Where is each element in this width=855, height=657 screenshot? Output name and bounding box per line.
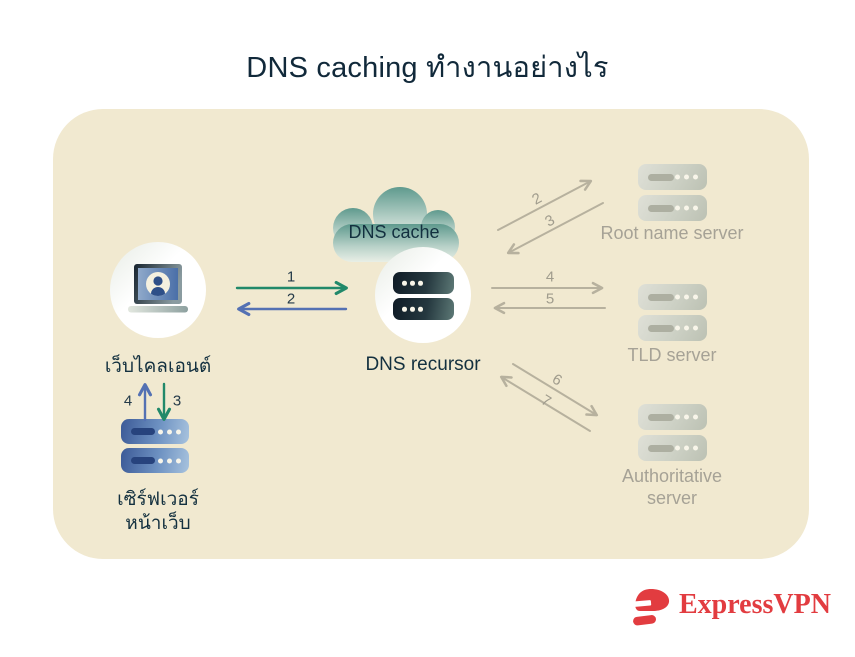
web-server-label-line2: หน้าเว็บ [125, 513, 191, 534]
root-server-label: Root name server [600, 223, 744, 243]
expressvpn-wordmark: ExpressVPN [679, 589, 831, 620]
tld-server-icon [638, 284, 707, 346]
web-server-icon [121, 419, 189, 477]
web-server-label-line1: เซิร์ฟเวอร์ [117, 489, 199, 510]
page-title: DNS caching ทำงานอย่างไร [246, 52, 609, 84]
tld-server-label: TLD server [627, 345, 717, 365]
expressvpn-e-icon [629, 589, 670, 626]
arrow-number-2: 2 [286, 290, 296, 308]
client-label: เว็บไคลเอนต์ [104, 356, 212, 377]
recursor-label: DNS recursor [365, 354, 481, 375]
dns-cache-label: DNS cache [348, 222, 440, 242]
authoritative-server-label-line1: Authoritative [621, 466, 723, 486]
root-server-icon [638, 164, 707, 226]
arrow-number-1: 1 [286, 268, 296, 286]
client-circle [110, 242, 206, 338]
arrow-number-web-3: 3 [172, 392, 182, 410]
authoritative-server-label-line2: server [646, 488, 698, 508]
authoritative-server-icon [638, 404, 707, 466]
arrow-number-web-4: 4 [123, 392, 133, 410]
recursor-circle [375, 247, 471, 343]
arrow-number-tld-5: 5 [545, 290, 555, 308]
arrow-number-tld-4: 4 [545, 268, 555, 286]
dark-server-stack-icon [393, 272, 454, 324]
